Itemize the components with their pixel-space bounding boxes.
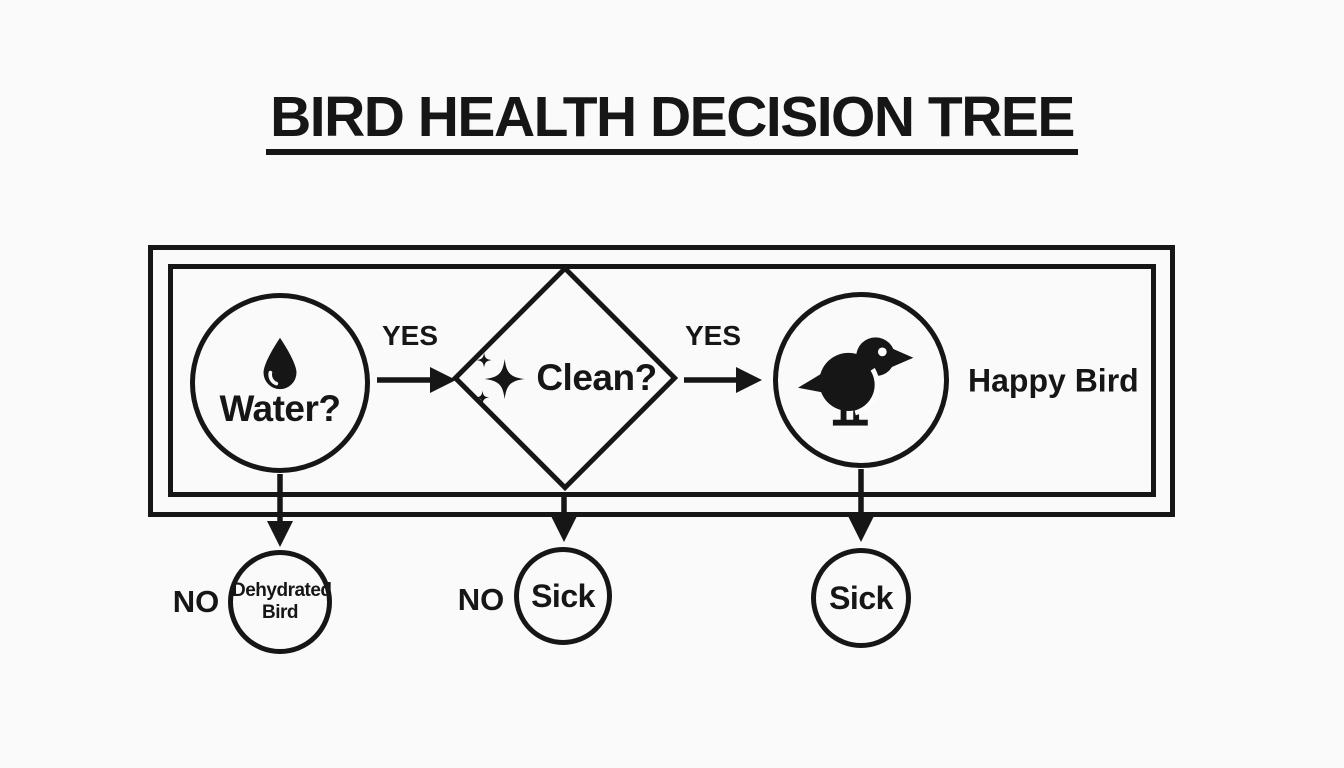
sparkles-icon: [475, 352, 525, 405]
node-sick-from-clean-label: Sick: [531, 577, 595, 614]
title-container: BIRD HEALTH DECISION TREE: [0, 89, 1344, 155]
node-clean-label: Clean?: [536, 357, 657, 398]
edge-label-no-water: NO: [172, 584, 220, 619]
node-sick-from-happy: Sick: [811, 548, 911, 648]
node-clean-content: Clean?: [462, 340, 668, 416]
outer-frame: [148, 245, 1175, 517]
node-happy-bird: [773, 292, 949, 468]
edge-label-yes-clean: YES: [684, 320, 742, 351]
node-dehydrated-bird-label: Dehydrated Bird: [232, 580, 332, 623]
node-dehydrated-bird: Dehydrated Bird: [228, 550, 332, 654]
inner-frame: [168, 264, 1156, 497]
edge-label-no-clean: NO: [457, 582, 505, 617]
node-sick-from-happy-label: Sick: [829, 579, 893, 616]
edge-label-yes-water: YES: [381, 320, 439, 351]
page-title: BIRD HEALTH DECISION TREE: [266, 89, 1078, 155]
water-drop-icon: [263, 337, 297, 390]
node-water: Water?: [190, 293, 370, 473]
node-water-label: Water?: [219, 388, 341, 429]
bird-icon: [798, 337, 914, 426]
happy-bird-label: Happy Bird: [968, 362, 1139, 399]
node-sick-from-clean: Sick: [514, 547, 612, 645]
